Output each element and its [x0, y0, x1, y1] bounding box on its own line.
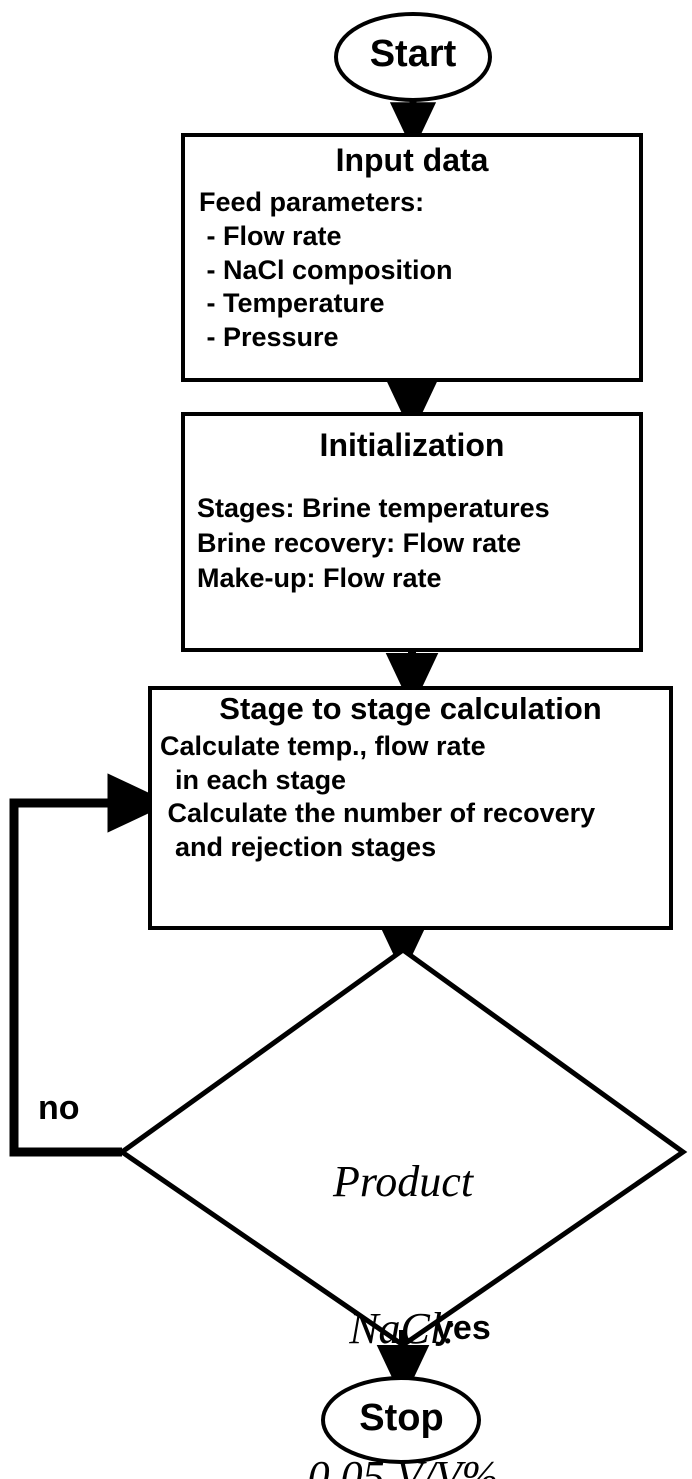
input-data-body: Feed parameters: - Flow rate - NaCl comp… [199, 187, 453, 353]
decision-text: Product NaCl: 0.05 V/V% [118, 1058, 688, 1479]
decision-line-2: NaCl: [349, 1304, 457, 1354]
input-data-box: Input data Feed parameters: - Flow rate … [181, 133, 643, 382]
stage-calc-body: Calculate temp., flow rate in each stage… [160, 731, 596, 862]
edge-label-yes: yes [434, 1309, 491, 1347]
stage-to-stage-calculation-box: Stage to stage calculation Calculate tem… [148, 686, 673, 930]
stop-ellipse [321, 1376, 481, 1464]
initialization-body: Stages: Brine temperatures Brine recover… [197, 493, 550, 594]
edge-label-no: no [38, 1089, 80, 1127]
input-data-title: Input data [335, 142, 489, 178]
initialization-box: Initialization Stages: Brine temperature… [181, 412, 643, 652]
initialization-title: Initialization [319, 427, 505, 463]
decision-line-1: Product [332, 1156, 474, 1206]
start-label: Start [369, 33, 457, 75]
start-node: Start [336, 14, 490, 100]
decision-node: Product NaCl: 0.05 V/V% [118, 946, 688, 1479]
decision-line-3: 0.05 V/V% [307, 1452, 499, 1479]
stage-calc-title: Stage to stage calculation [219, 691, 602, 726]
stop-node: Stop [323, 1378, 480, 1462]
edge-no-loopback [9, 773, 171, 1157]
stop-label: Stop [359, 1397, 444, 1439]
